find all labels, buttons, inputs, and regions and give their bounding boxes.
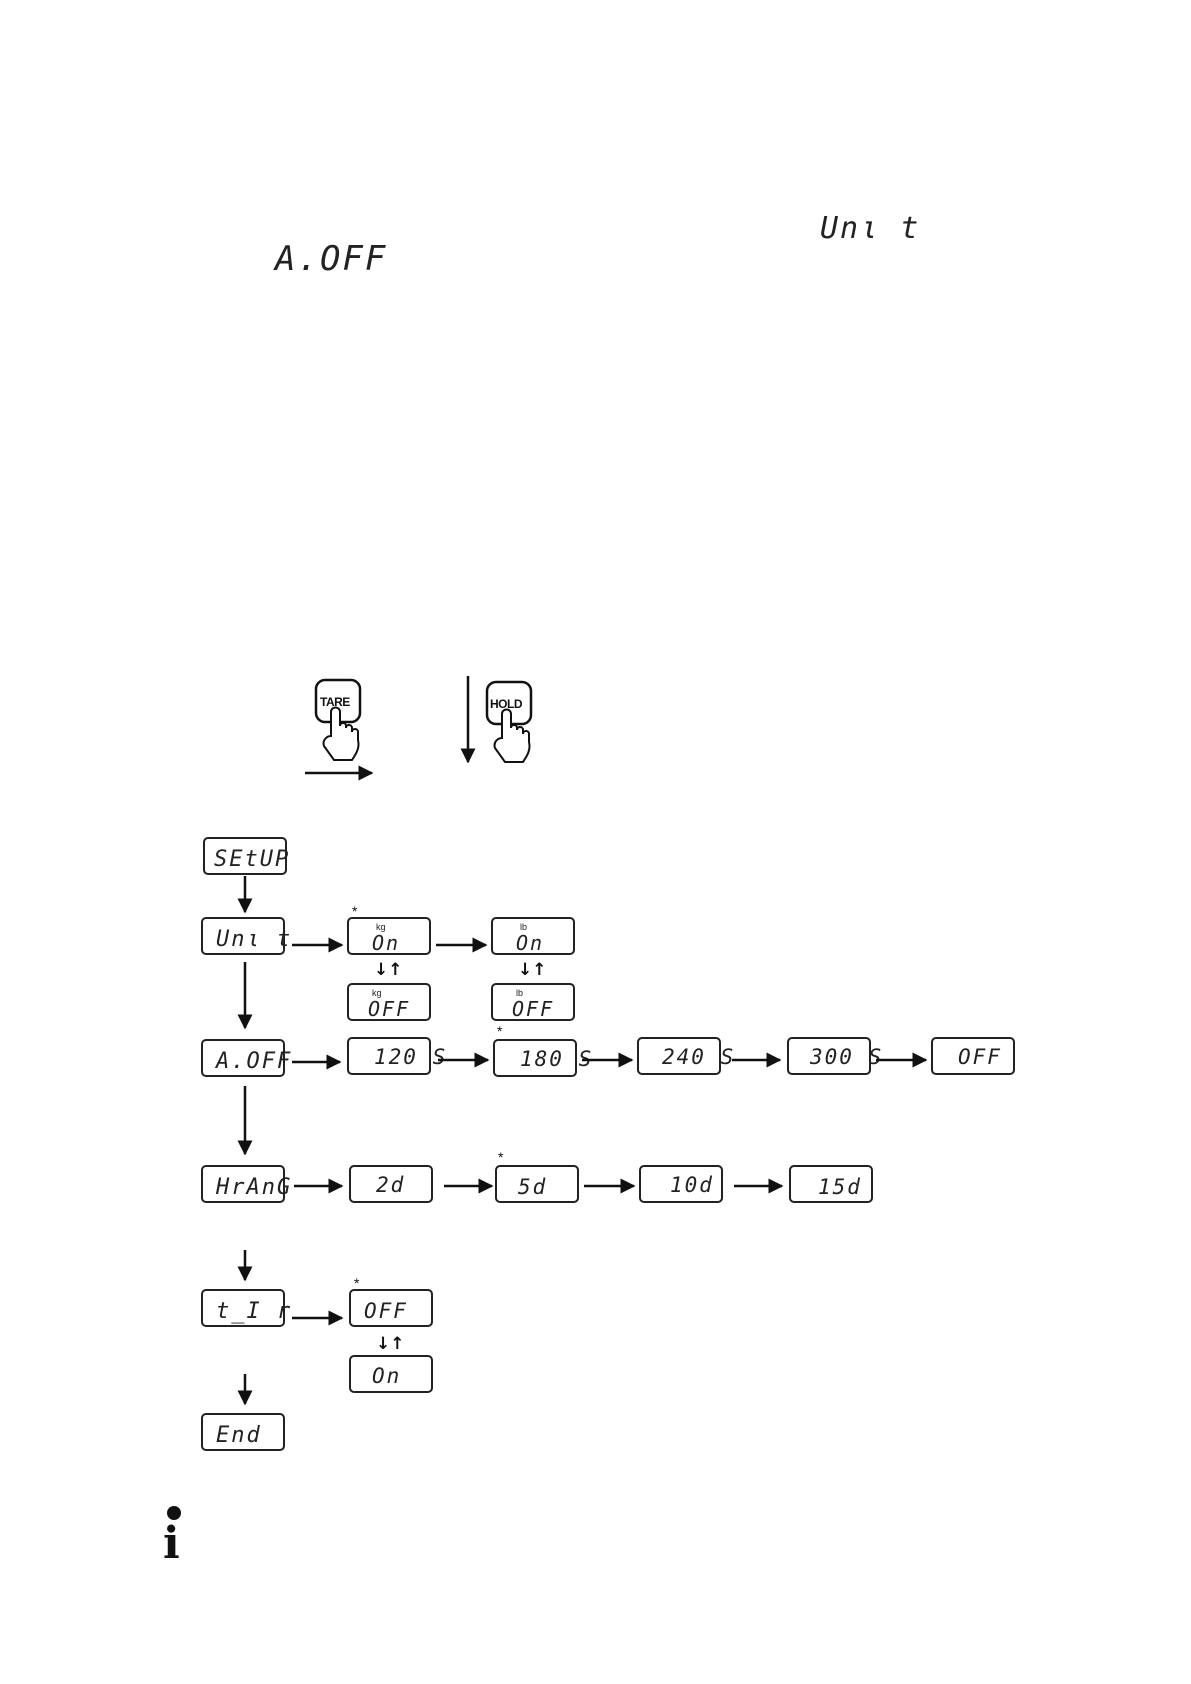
swap-symbol: ↓↑ (374, 960, 403, 980)
default-star: * (354, 1275, 360, 1291)
menu-aoff-label: A.OFF (214, 1049, 292, 1074)
tare-key-legend: TARE (305, 680, 372, 773)
aoff-display-heading: A.OFF (273, 239, 387, 279)
lb-off-value: OFF (512, 997, 554, 1021)
menu-end-label: End (216, 1423, 262, 1448)
aoff-option-label: 300 S (809, 1045, 883, 1069)
menu-column: SEtUP Unι t A.OFF HrAnG t_I r End (202, 838, 292, 1450)
tir-options: * OFF ↓↑ On (292, 1275, 432, 1392)
tir-off-label: OFF (364, 1299, 408, 1323)
aoff-options: 120 S * 180 S 240 S 300 S OFF (292, 1023, 1014, 1076)
default-star: * (497, 1023, 503, 1039)
unit-options: * kg On ↓↑ kg OFF lb On ↓↑ lb OFF (292, 903, 574, 1021)
kg-off-value: OFF (368, 997, 410, 1021)
tir-on-label: On (372, 1364, 401, 1388)
unit-display-heading: Unι t (820, 211, 920, 246)
lb-on-value: On (516, 931, 544, 955)
menu-hrang-label: HrAnG (215, 1175, 292, 1200)
swap-symbol: ↓↑ (518, 960, 547, 980)
hrang-option-label: 5d (518, 1175, 547, 1199)
hrang-option-label: 2d (376, 1173, 405, 1197)
default-star: * (352, 903, 358, 919)
menu-setup-label: SEtUP (214, 847, 290, 872)
hrang-option-label: 10d (670, 1173, 714, 1197)
aoff-option-label: OFF (958, 1045, 1002, 1069)
menu-tir-label: t_I r (216, 1299, 292, 1324)
menu-unit-label: Unι t (216, 927, 292, 952)
hrang-options: 2d * 5d 10d 15d (294, 1149, 872, 1202)
aoff-option-label: 240 S (662, 1045, 735, 1069)
hold-key-legend: HOLD (468, 676, 531, 762)
kg-on-value: On (372, 931, 400, 955)
swap-symbol: ↓↑ (376, 1334, 405, 1354)
default-star: * (498, 1149, 504, 1165)
aoff-option-label: 120 S (374, 1045, 447, 1069)
hrang-option-label: 15d (818, 1175, 862, 1199)
svg-text:i: i (163, 1518, 180, 1569)
info-icon: i (163, 1506, 181, 1569)
